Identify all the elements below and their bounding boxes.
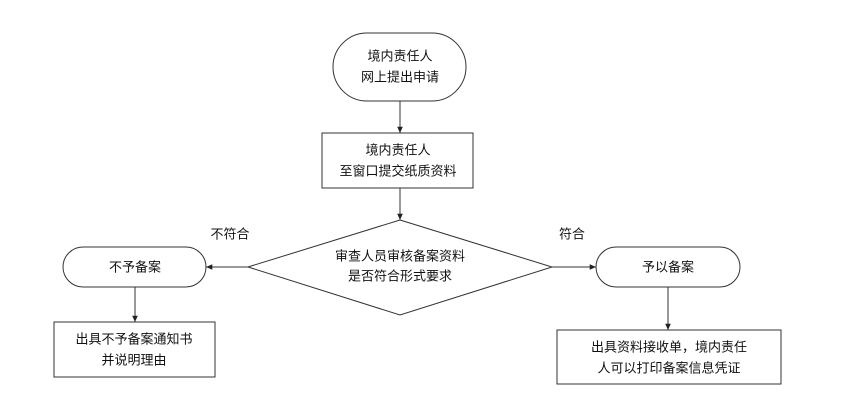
edge-label-not-compliant: 不符合 — [210, 227, 249, 243]
node-review-decision-shape — [246, 219, 554, 316]
node-review-decision-line-2: 是否符合形式要求 — [348, 269, 452, 285]
connectors — [132, 101, 671, 330]
node-accept-shape — [595, 246, 741, 288]
node-accept: 予以备案 — [595, 246, 741, 288]
node-accept-receipt-line-2: 人可以打印备案信息凭证 — [597, 361, 740, 377]
node-accept-receipt: 出具资料接收单，境内责任 人可以打印备案信息凭证 — [556, 329, 782, 385]
node-reject-label: 不予备案 — [109, 260, 161, 276]
node-reject: 不予备案 — [62, 246, 207, 288]
node-accept-label: 予以备案 — [642, 260, 694, 276]
node-online-apply-line-2: 网上提出申请 — [361, 70, 439, 86]
node-submit-paper-shape — [321, 132, 474, 189]
node-submit-paper-line-2: 至窗口提交纸质资料 — [339, 164, 456, 180]
node-review-decision-line-1: 审查人员审核备案资料 — [335, 249, 465, 265]
node-submit-paper: 境内责任人 至窗口提交纸质资料 — [321, 132, 474, 189]
node-accept-receipt-line-1: 出具资料接收单，境内责任 — [591, 340, 747, 356]
node-review-decision: 审查人员审核备案资料 是否符合形式要求 — [246, 219, 554, 316]
node-reject-notice: 出具不予备案通知书 并说明理由 — [53, 321, 216, 378]
node-reject-notice-line-1: 出具不予备案通知书 — [75, 332, 192, 348]
node-reject-shape — [62, 246, 207, 288]
node-reject-notice-line-2: 并说明理由 — [101, 354, 166, 369]
node-online-apply-line-1: 境内责任人 — [367, 49, 432, 65]
node-submit-paper-line-1: 境内责任人 — [365, 143, 430, 159]
node-reject-notice-shape — [53, 321, 216, 378]
node-online-apply-shape — [332, 32, 467, 102]
edge-label-compliant: 符合 — [559, 227, 585, 243]
node-accept-receipt-shape — [556, 329, 782, 385]
node-online-apply: 境内责任人 网上提出申请 — [332, 32, 467, 102]
